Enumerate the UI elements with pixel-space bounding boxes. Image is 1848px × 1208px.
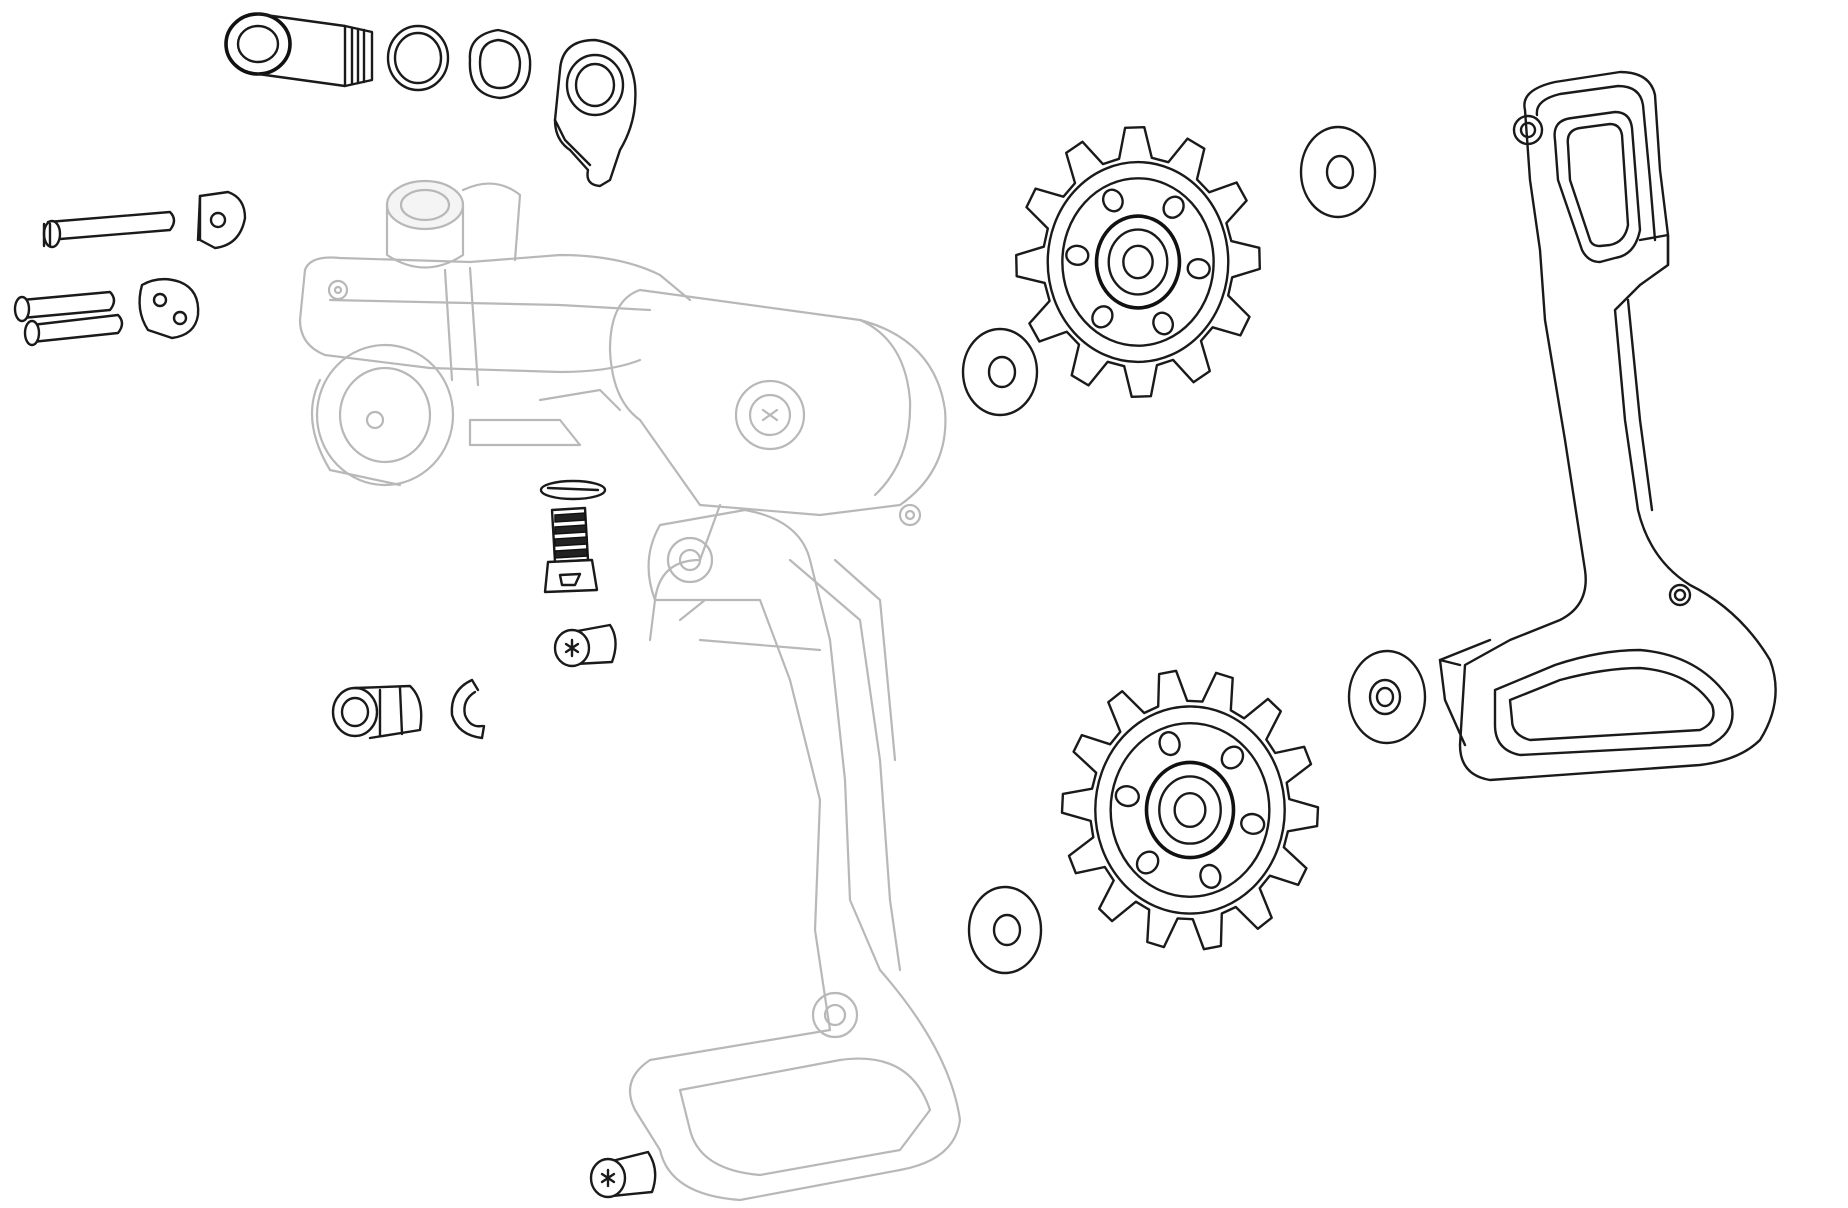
slotted-washer[interactable]	[539, 479, 607, 501]
e-clip[interactable]	[450, 678, 486, 740]
lower-pulley-washer-inner[interactable]	[967, 885, 1043, 975]
bolt-washer-wave[interactable]	[468, 28, 532, 100]
derailleur-body-ghost	[298, 179, 962, 1202]
cable-barrel-pin[interactable]	[331, 684, 423, 740]
lower-pulley-wheel[interactable]	[1060, 669, 1320, 951]
single-hole-nut[interactable]	[196, 190, 247, 250]
upper-pulley-washer-inner[interactable]	[961, 327, 1039, 417]
limit-screw-pin[interactable]	[42, 210, 176, 249]
b-tension-washer[interactable]	[553, 38, 637, 188]
upper-pulley-wheel[interactable]	[1015, 126, 1261, 398]
lower-pulley-washer-outer[interactable]	[1347, 649, 1427, 745]
cage-stop-screw[interactable]	[543, 506, 599, 594]
torx-cap-screw-upper[interactable]	[553, 623, 617, 668]
twin-pins[interactable]	[13, 290, 124, 347]
upper-pulley-washer-outer[interactable]	[1299, 125, 1377, 219]
bolt-washer-flat[interactable]	[386, 24, 450, 92]
torx-cap-screw-lower[interactable]	[589, 1150, 657, 1199]
twin-hole-nut[interactable]	[138, 277, 200, 340]
b-knuckle-bolt[interactable]	[224, 12, 374, 88]
outer-cage-plate[interactable]	[1438, 70, 1777, 782]
